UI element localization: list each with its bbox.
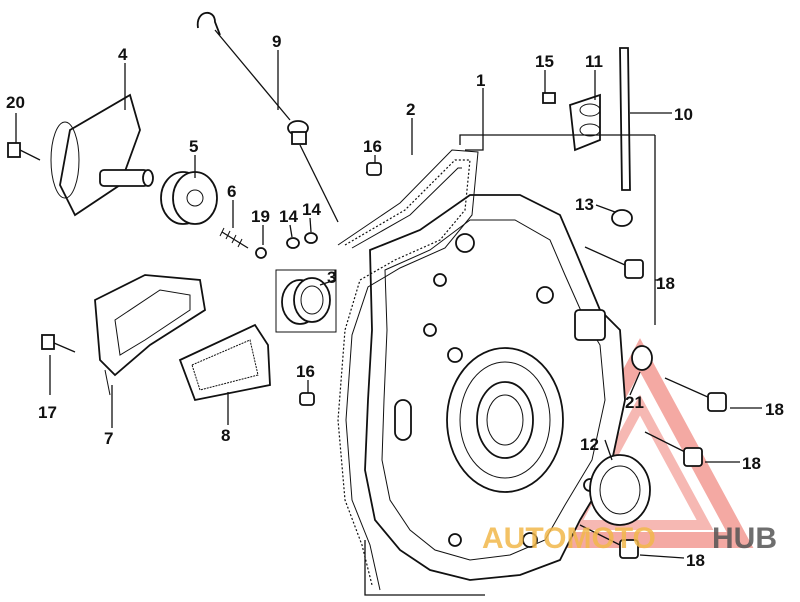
callout-17: 17 [38,403,57,422]
callout-3: 3 [327,268,336,287]
dipstick [196,12,339,223]
callout-13: 13 [575,195,594,214]
callout-12: 12 [580,435,599,454]
callout-6: 6 [227,182,236,201]
callout-2: 2 [406,100,415,119]
callout-20: 20 [6,93,25,112]
o-ring [286,237,300,249]
bolt [41,334,76,353]
pump-rotor [160,171,218,225]
callout-16-bottom: 16 [296,362,315,381]
strainer-case [94,274,206,396]
callout-18-c: 18 [742,454,761,473]
oil-seal [589,454,651,526]
ball [255,247,267,259]
callout-19: 19 [251,207,270,226]
callout-15: 15 [535,52,554,71]
watermark-text: AUTOMOTO HUB [482,522,777,555]
callout-7: 7 [104,429,113,448]
crankcase-cover [364,194,626,581]
watermark-word-hub: HUB [712,522,777,555]
callout-9: 9 [272,32,281,51]
callout-18-a: 18 [656,274,675,293]
bearing [275,269,337,333]
spring [219,227,249,249]
callout-21: 21 [625,393,644,412]
callout-18-b: 18 [765,400,784,419]
washer [611,209,633,227]
gasket [337,149,479,591]
rod [619,47,631,191]
callout-4: 4 [118,45,128,64]
callout-labels: 1 2 3 4 5 6 7 8 9 10 11 12 13 14 14 15 1… [6,32,784,570]
callout-14-left: 14 [279,207,298,226]
flange-bolt [584,246,644,279]
callout-10: 10 [674,105,693,124]
flange-bolt [664,377,727,412]
watermark-word-automoto: AUTOMOTO [482,522,656,555]
oil-plug [631,345,653,371]
leader-lines [15,50,762,596]
callout-1: 1 [476,71,485,90]
dowel-pin [299,392,315,406]
bolt [7,142,41,161]
flange-bolt [579,524,639,559]
callout-5: 5 [189,137,198,156]
callout-11: 11 [585,52,603,71]
flange-bolt [644,431,703,467]
o-ring [304,232,318,244]
screen-filter [178,323,271,402]
callout-16-top: 16 [363,137,382,156]
dowel-pin [366,162,382,176]
callout-8: 8 [221,426,230,445]
callout-14-right: 14 [302,200,321,219]
callout-18-d: 18 [686,551,705,570]
bracket [542,92,601,152]
governor-gear [50,93,154,217]
